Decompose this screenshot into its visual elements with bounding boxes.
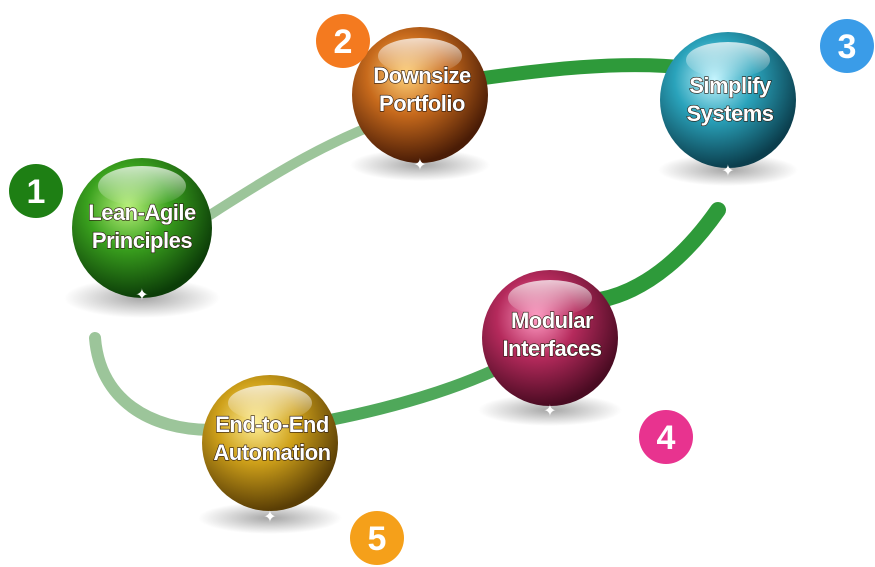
sparkle-icon: ✦ [721,163,734,180]
sphere-gloss [228,385,312,421]
step-3-node: Simplify Systems ✦ [658,32,798,186]
path-segment-2-to-3 [463,58,697,87]
step-5-label-line2: Automation [213,440,330,465]
sparkle-icon: ✦ [413,157,426,174]
path-segment-5-to-1 [89,332,218,436]
step-4-label-line1: Modular [511,308,594,333]
sphere-shadow [350,149,490,181]
step-4-label-line2: Interfaces [503,336,602,361]
step-2-label-line1: Downsize [373,63,471,88]
badge-circle [820,19,874,73]
step-1-node: Lean-Agile Principles ✦ [64,158,220,318]
badge-circle [316,14,370,68]
sphere-shadow [478,394,622,426]
step-3-label-line2: Systems [686,101,773,126]
step-3-label-line1: Simplify [689,73,772,98]
step-1-label-line1: Lean-Agile [88,200,196,225]
step-3-number: 3 [838,28,857,66]
step-4-number: 4 [657,419,676,457]
sparkle-icon: ✦ [263,509,276,526]
step-1-label-line2: Principles [92,228,192,253]
step-2-label-line2: Portfolio [379,91,465,116]
sparkle-icon: ✦ [135,287,148,304]
step-2-number: 2 [334,23,353,61]
step-4-badge: 4 [639,410,693,464]
path-segment-3-to-4 [592,202,726,308]
step-2-node: Downsize Portfolio ✦ [350,27,490,181]
badge-circle [9,164,63,218]
sphere-gloss [378,38,462,74]
step-5-badge: 5 [350,511,404,565]
sphere-shadow [658,154,798,186]
step-5-label-line1: End-to-End [215,412,329,437]
sphere-gloss [508,280,592,316]
step-2-badge: 2 [316,14,370,68]
step-1-badge: 1 [9,164,63,218]
path-segment-4-to-5 [324,364,501,426]
step-5-number: 5 [368,520,387,558]
badge-circle [639,410,693,464]
step-5-node: End-to-End Automation ✦ [198,375,342,534]
badge-circle [350,511,404,565]
sparkle-icon: ✦ [543,403,556,420]
sphere-gloss [98,166,186,206]
step-3-badge: 3 [820,19,874,73]
step-1-number: 1 [27,173,46,211]
step-4-node: Modular Interfaces ✦ [478,270,622,426]
sphere-shadow [198,502,342,534]
sphere-gloss [686,42,770,78]
